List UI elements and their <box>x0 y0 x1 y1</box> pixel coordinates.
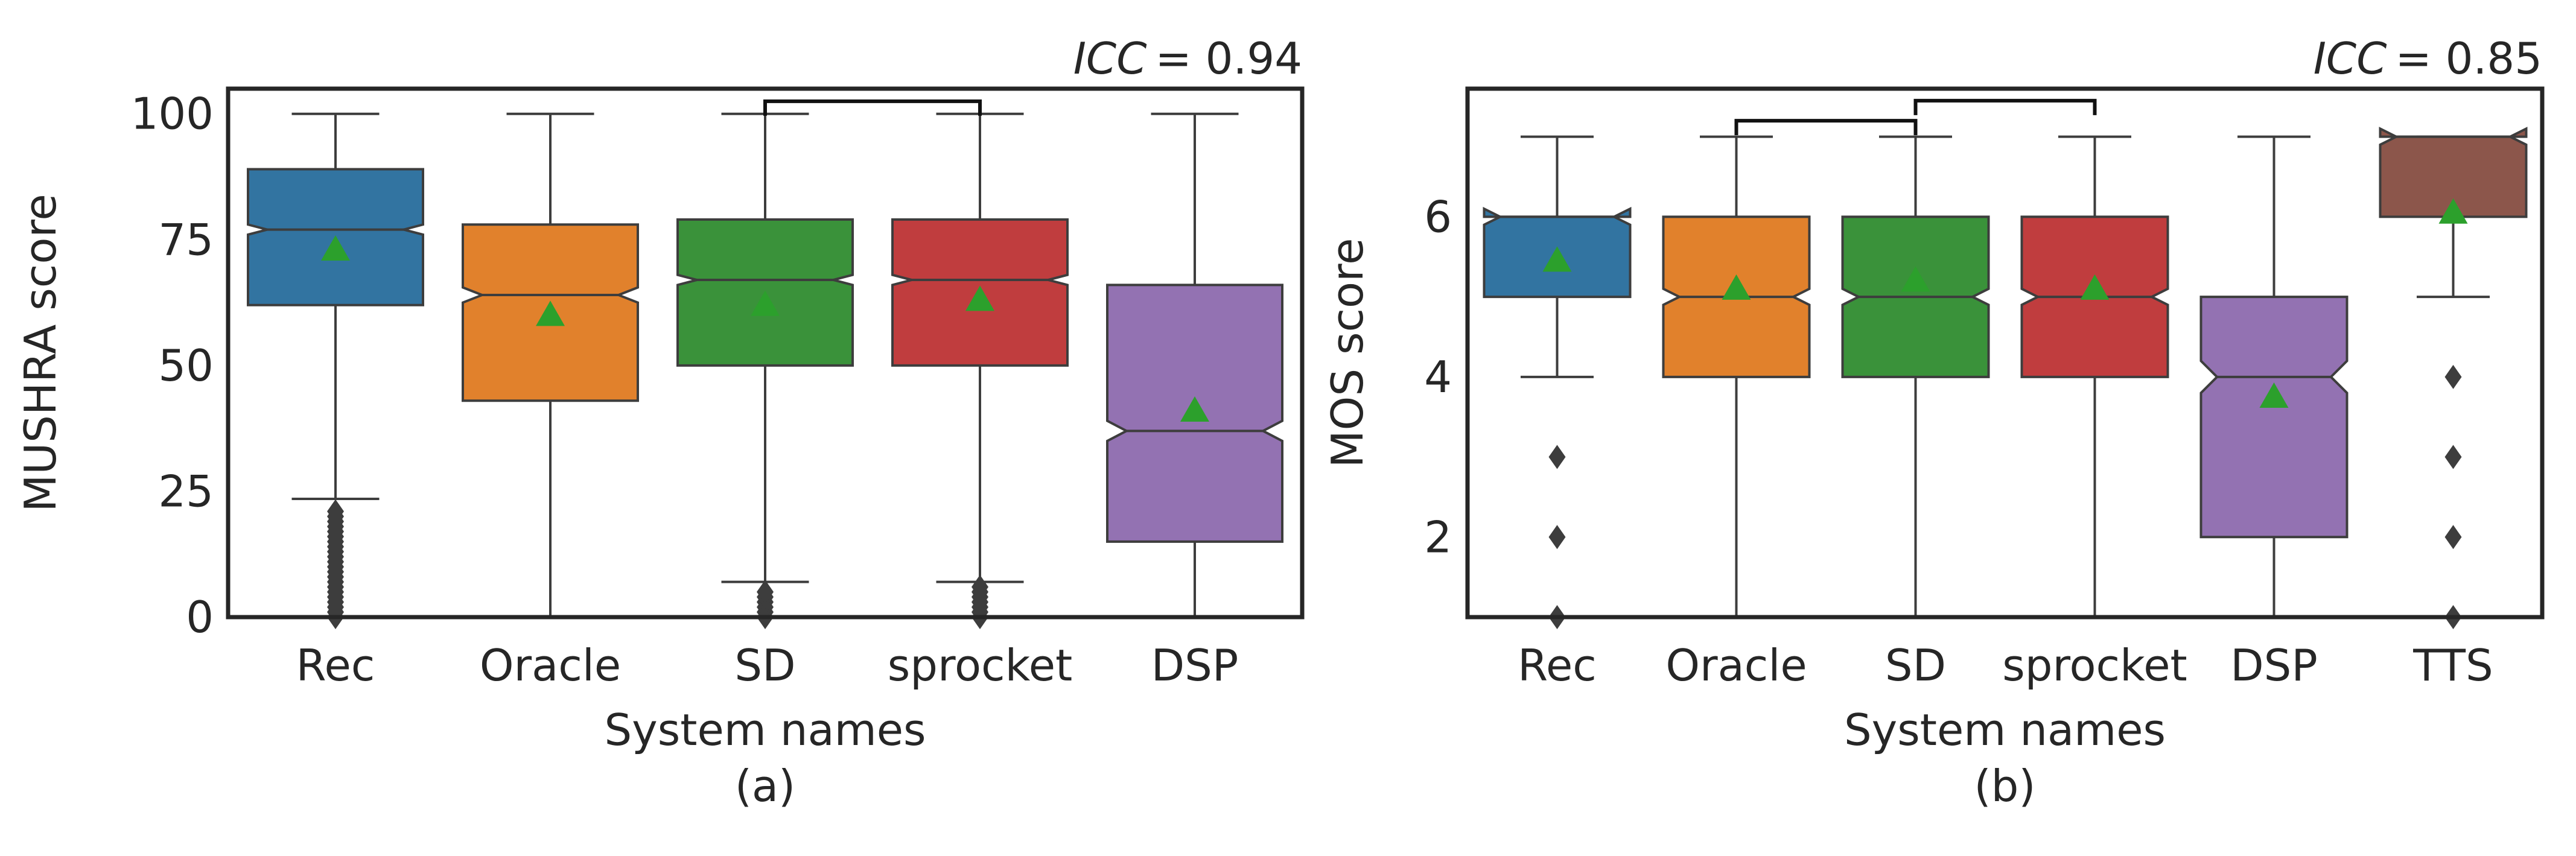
icc-annotation-b: ICC= 0.85 <box>2314 33 2542 84</box>
y-ticks-b: 2 4 6 <box>1424 191 1452 562</box>
plot-area-b <box>1483 98 2528 629</box>
mean-marker <box>751 290 780 316</box>
x-axis-label-b: System names <box>1844 705 2166 755</box>
x-tick-label-b: TTS <box>2412 640 2493 691</box>
x-tick-label-b: Rec <box>1518 640 1597 691</box>
x-tick-label-b: Oracle <box>1665 640 1807 691</box>
icc-label-b: ICC <box>2314 33 2388 84</box>
icc-annotation-a: ICC= 0.94 <box>1073 33 1302 84</box>
y-axis-label-b: MOS score <box>1322 238 1373 468</box>
x-tick-label-a: sprocket <box>888 640 1073 691</box>
box-sd-a <box>676 112 854 629</box>
significance-bracket <box>763 99 982 116</box>
box-dsp-a <box>1106 112 1283 618</box>
outlier-marker <box>2444 445 2462 469</box>
x-tick-label-b: sprocket <box>2002 640 2187 691</box>
mean-marker <box>2438 198 2468 224</box>
mean-marker <box>321 235 350 261</box>
box-rec-b <box>1483 135 1632 629</box>
axes-frame-a <box>226 86 1305 620</box>
mean-marker <box>1901 266 1930 292</box>
box-body <box>2199 296 2349 539</box>
axes-frame-b <box>1465 86 2545 620</box>
icc-label-a: ICC <box>1073 33 1148 84</box>
x-tick-label-b: SD <box>1885 640 1946 691</box>
y-tick-label-b: 6 <box>1424 191 1452 242</box>
icc-value-a: = 0.94 <box>1155 33 1302 84</box>
x-tick-label-a: Rec <box>296 640 375 691</box>
mean-marker <box>965 285 994 311</box>
box-sd-b <box>1841 135 1990 618</box>
mean-marker <box>2080 274 2110 300</box>
icc-value-b: = 0.85 <box>2395 33 2542 84</box>
x-tick-label-a: Oracle <box>480 640 621 691</box>
box-body <box>2379 127 2528 218</box>
box-sprocket-a <box>891 112 1069 629</box>
outlier-marker <box>2444 364 2462 389</box>
x-tick-label-a: DSP <box>1151 640 1239 691</box>
chart-panel-a: 0 25 50 75 100 Rec Oracle SD sprocket DSP MUSHRA… <box>15 33 1305 811</box>
box-rec-a <box>247 112 424 629</box>
mean-marker <box>1722 274 1751 300</box>
significance-bracket <box>1913 98 2097 115</box>
mean-marker <box>536 300 565 326</box>
box-dsp-b <box>2199 135 2349 618</box>
mean-marker <box>2259 382 2289 408</box>
y-tick-label-b: 4 <box>1424 352 1452 402</box>
x-tick-label-b: DSP <box>2230 640 2318 691</box>
outlier-marker <box>972 574 988 599</box>
y-axis-label-a: MUSHRA score <box>15 194 66 512</box>
outlier-marker <box>1548 445 1566 469</box>
significance-bracket <box>1734 119 1918 136</box>
box-sprocket-b <box>2020 135 2169 618</box>
y-tick-label-a: 100 <box>131 89 214 139</box>
y-tick-label-a: 75 <box>158 214 214 265</box>
y-tick-label-a: 0 <box>186 592 214 642</box>
y-tick-label-a: 25 <box>158 466 214 516</box>
box-oracle-b <box>1662 135 1811 618</box>
outlier-marker <box>1548 525 1566 550</box>
box-tts-b <box>2379 127 2528 629</box>
outlier-marker <box>757 580 774 604</box>
box-oracle-a <box>462 112 639 618</box>
x-ticks-b: Rec Oracle SD sprocket DSP TTS <box>1518 640 2493 691</box>
y-tick-label-a: 50 <box>158 340 214 391</box>
x-axis-label-a: System names <box>604 705 926 755</box>
mean-marker <box>1542 246 1572 272</box>
caption-b: (b) <box>1974 761 2036 811</box>
caption-a: (a) <box>735 761 795 811</box>
mean-marker <box>1180 396 1209 422</box>
plot-area-a <box>247 99 1283 629</box>
outlier-marker <box>327 499 344 524</box>
x-ticks-a: Rec Oracle SD sprocket DSP <box>296 640 1239 691</box>
y-tick-label-b: 2 <box>1424 512 1452 562</box>
y-ticks-a: 0 25 50 75 100 <box>131 89 214 642</box>
outlier-marker <box>2444 525 2462 550</box>
x-tick-label-a: SD <box>734 640 795 691</box>
